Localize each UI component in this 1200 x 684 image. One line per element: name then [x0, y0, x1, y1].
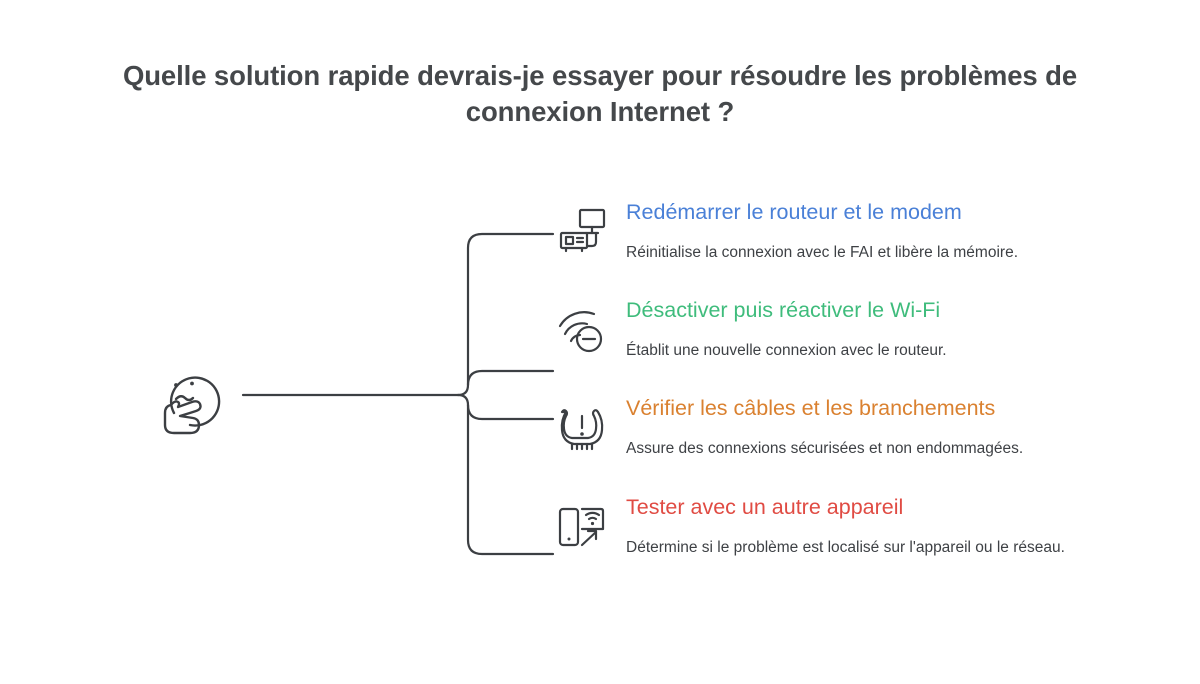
phone-cast-icon	[556, 501, 608, 553]
branch-item-1[interactable]: Désactiver puis réactiver le Wi-Fi Établ…	[556, 296, 947, 363]
thinking-face-icon	[163, 376, 221, 435]
cable-warning-icon	[556, 402, 608, 454]
root-node	[148, 355, 244, 437]
branch-heading-1: Désactiver puis réactiver le Wi-Fi	[626, 298, 941, 322]
branch-item-3[interactable]: Tester avec un autre appareil Détermine …	[556, 493, 1065, 560]
branch-heading-0: Redémarrer le routeur et le modem	[626, 200, 962, 224]
branch-description-2: Assure des connexions sécurisées et non …	[626, 440, 1024, 457]
branch-description-0: Réinitialise la connexion avec le FAI et…	[626, 244, 1018, 261]
branch-item-0[interactable]: Redémarrer le routeur et le modem Réinit…	[556, 198, 1018, 265]
page-title: Quelle solution rapide devrais-je essaye…	[122, 60, 1078, 127]
branch-body-3: Tester avec un autre appareil Détermine …	[626, 493, 1065, 560]
branch-body-1: Désactiver puis réactiver le Wi-Fi Établ…	[626, 296, 947, 363]
branch-heading-3: Tester avec un autre appareil	[626, 495, 904, 519]
branch-heading-2: Vérifier les câbles et les branchements	[626, 396, 996, 420]
branch-body-0: Redémarrer le routeur et le modem Réinit…	[626, 198, 1018, 265]
monitor-router-icon	[556, 206, 608, 258]
branch-item-2[interactable]: Vérifier les câbles et les branchements …	[556, 394, 1023, 461]
branch-body-2: Vérifier les câbles et les branchements …	[626, 394, 1023, 461]
branch-description-1: Établit une nouvelle connexion avec le r…	[626, 342, 947, 359]
branch-description-3: Détermine si le problème est localisé su…	[626, 539, 1065, 556]
wifi-off-icon	[556, 304, 608, 356]
